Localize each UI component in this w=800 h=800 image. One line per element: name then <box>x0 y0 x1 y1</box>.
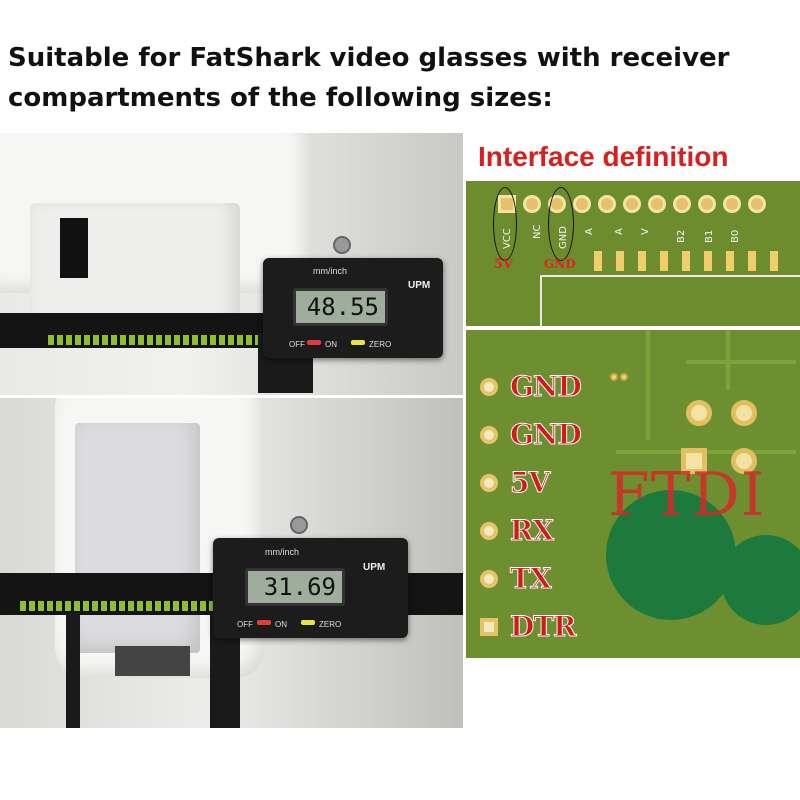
pin-pad <box>723 195 741 213</box>
ftdi-pin-row-5v: 5V <box>480 466 580 500</box>
smd-pad <box>594 251 602 271</box>
ftdi-pin-row-tx: TX <box>480 562 580 596</box>
pin-label: GND <box>510 370 583 404</box>
caliper-photo-bottom: mm/inch UPM 31.69 OFF ON ZERO <box>0 398 463 728</box>
caliper-scale <box>48 335 298 345</box>
pin-pad <box>480 378 498 396</box>
pin-pad-square <box>480 618 498 636</box>
caliper-photo-top: mm/inch UPM 48.55 OFF ON ZERO <box>0 133 463 395</box>
caliper-unit-label: mm/inch <box>313 266 348 276</box>
interface-title: Interface definition <box>478 141 729 172</box>
ftdi-pinout-panel: GND GND 5V RX TX DTR FTDI <box>466 330 800 658</box>
pin-label: A <box>614 228 625 235</box>
zero-button <box>351 340 365 345</box>
pin-label: A <box>584 228 595 235</box>
caliper-brand: UPM <box>363 562 386 573</box>
ftdi-pin-row-dtr: DTR <box>480 610 580 644</box>
caliper-scale <box>20 601 220 611</box>
pin-label: RX <box>510 514 555 548</box>
ftdi-pin-row-rx: RX <box>480 514 580 548</box>
board-outline <box>540 275 542 327</box>
board-pad <box>686 400 712 426</box>
trace <box>686 360 796 364</box>
smd-pad <box>748 251 756 271</box>
caliper-body-top: mm/inch UPM 48.55 OFF ON ZERO <box>263 258 443 358</box>
smd-pad <box>704 251 712 271</box>
on-label: ON <box>275 620 287 629</box>
vcc-highlight-ellipse <box>493 187 517 261</box>
headline-line-2: compartments of the following sizes: <box>8 83 553 113</box>
pin-pad <box>648 195 666 213</box>
caliper-body-bottom: mm/inch UPM 31.69 OFF ON ZERO <box>213 538 408 638</box>
pin-label: DTR <box>509 610 576 644</box>
pin-label: NC <box>532 224 543 239</box>
pin-label: B0 <box>730 229 741 243</box>
pcb-ftdi-board: GND GND 5V RX TX DTR FTDI <box>466 330 800 658</box>
copper-pour <box>606 490 736 620</box>
smd-pad <box>660 251 668 271</box>
pin-pad <box>523 195 541 213</box>
smd-pad <box>682 251 690 271</box>
trace <box>646 330 650 440</box>
on-off-button <box>257 620 271 625</box>
ftdi-pin-row-gnd-2: GND <box>480 418 583 452</box>
pin-label: 5V <box>509 466 550 500</box>
board-pad-square <box>681 448 707 474</box>
gnd-highlight-ellipse <box>548 187 574 261</box>
goggle-foam <box>115 646 190 676</box>
pin-label: B1 <box>704 229 715 243</box>
board-outline <box>540 275 800 277</box>
pcb-header-board: VCC NC GND A A V B2 B1 B0 5V GND <box>466 181 800 327</box>
goggle-receiver-bay <box>75 423 200 653</box>
smd-pad <box>770 251 778 271</box>
headline: Suitable for FatShark video glasses with… <box>8 38 798 118</box>
smd-pad <box>616 251 624 271</box>
caliper-beam <box>0 313 300 348</box>
pin-label: GND <box>510 418 583 452</box>
caliper-thumb-knob <box>333 236 351 254</box>
pin-pad <box>623 195 641 213</box>
tag-gnd: GND <box>544 257 576 271</box>
copper-pour <box>721 535 800 625</box>
pin-label: V <box>640 228 651 235</box>
caliper-jaw-left <box>66 613 80 728</box>
pin-pad <box>573 195 591 213</box>
caliper-brand: UPM <box>408 280 431 291</box>
via <box>610 373 618 381</box>
tag-5v: 5V <box>494 257 514 272</box>
caliper-display-top: 48.55 <box>293 288 388 326</box>
caliper-display-bottom: 31.69 <box>245 568 345 606</box>
trace <box>726 330 730 390</box>
smd-pad <box>726 251 734 271</box>
pin-pad <box>698 195 716 213</box>
zero-button <box>301 620 315 625</box>
pin-label: B2 <box>676 229 687 243</box>
caliper-unit-label: mm/inch <box>265 547 300 557</box>
pin-pad <box>480 474 498 492</box>
smd-pad <box>638 251 646 271</box>
board-pad <box>731 448 757 474</box>
pin-pad <box>480 522 498 540</box>
caliper-thumb-knob <box>290 516 308 534</box>
headline-line-1: Suitable for FatShark video glasses with… <box>8 43 730 73</box>
pin-pad <box>598 195 616 213</box>
board-pad <box>731 400 757 426</box>
ftdi-label: FTDI <box>608 460 766 530</box>
zero-label: ZERO <box>319 620 342 629</box>
pin-pad <box>480 570 498 588</box>
via <box>620 373 628 381</box>
off-label: OFF <box>289 340 305 349</box>
zero-label: ZERO <box>369 340 392 349</box>
goggle-slot <box>60 218 88 278</box>
pin-pad <box>673 195 691 213</box>
on-off-button <box>307 340 321 345</box>
interface-definition-panel: Interface definition VCC NC GND A A V B2… <box>466 133 800 327</box>
ftdi-pin-row-gnd-1: GND <box>480 370 583 404</box>
pin-label: TX <box>510 562 553 596</box>
on-label: ON <box>325 340 337 349</box>
pin-pad <box>480 426 498 444</box>
off-label: OFF <box>237 620 253 629</box>
pin-pad <box>748 195 766 213</box>
